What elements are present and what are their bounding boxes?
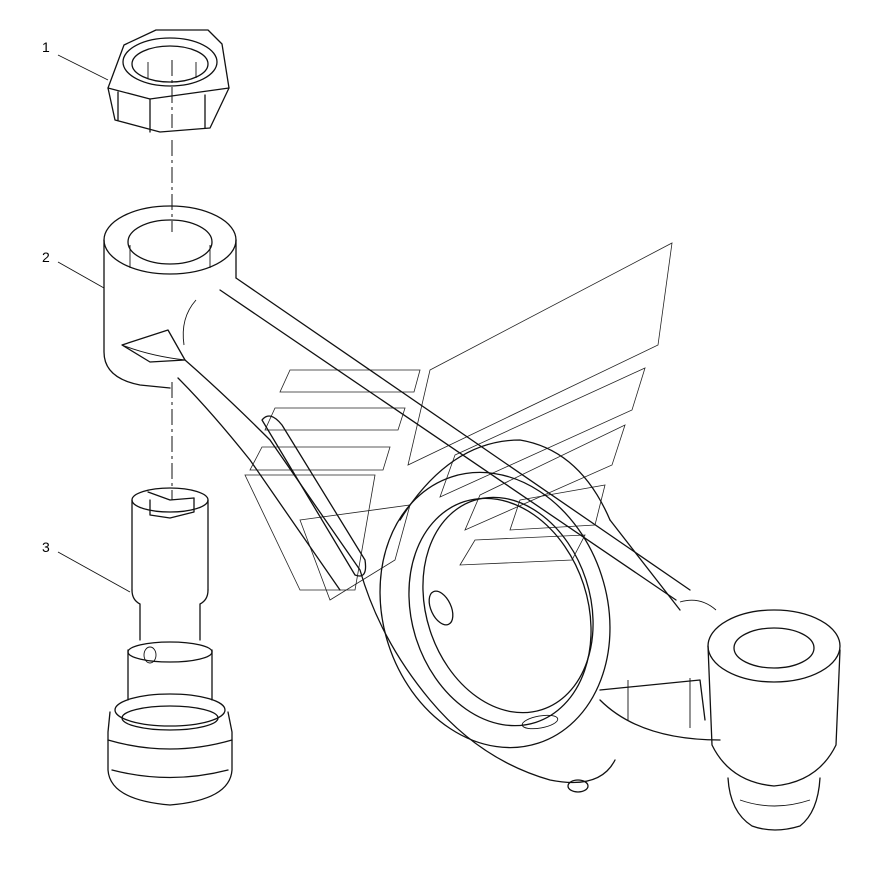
callout-leaders <box>57 54 131 593</box>
callout-number-3: 3 <box>42 539 50 555</box>
callout-leader-2 <box>57 261 105 289</box>
callout-number-1: 1 <box>42 39 50 55</box>
callout-leader-3 <box>57 551 131 593</box>
watermark-logo <box>244 242 673 601</box>
callout-number-2: 2 <box>42 249 50 265</box>
rocker-arm-part <box>103 205 841 831</box>
hex-nut-part <box>107 29 230 133</box>
callout-leader-1 <box>57 54 109 81</box>
pin-part <box>107 487 233 806</box>
